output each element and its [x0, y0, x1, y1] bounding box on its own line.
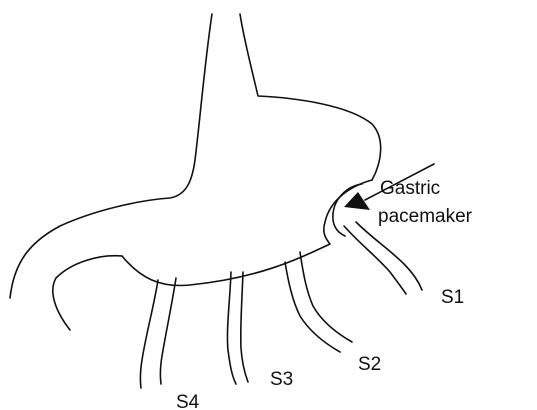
esophagus-right-wall	[240, 14, 381, 180]
pacemaker-triangle	[344, 192, 370, 210]
electrode-lead-s2	[285, 252, 352, 352]
greater-curvature	[122, 180, 372, 286]
duodenum-lower-wall	[53, 256, 122, 330]
electrode-lead-s3	[227, 272, 248, 384]
electrode-lead-s4	[140, 278, 176, 388]
label-s1: S1	[441, 287, 464, 308]
stomach-outline	[10, 14, 381, 330]
pacemaker-label-line2: pacemaker	[378, 206, 473, 227]
label-s2: S2	[358, 354, 381, 375]
label-s3: S3	[270, 369, 293, 390]
electrode-lead-s1	[344, 222, 422, 294]
label-s4: S4	[176, 392, 200, 410]
pacemaker-label-line1: Gastric	[380, 178, 440, 199]
